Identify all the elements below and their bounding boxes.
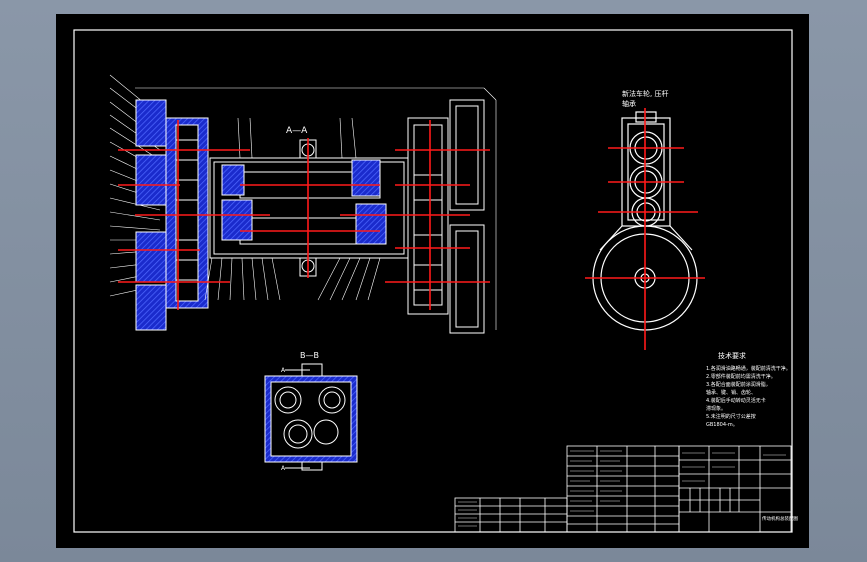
side-view-caption-line2: 轴承 bbox=[622, 99, 636, 108]
left-wheel-upper bbox=[135, 99, 167, 147]
tech-req-line: 3.各配合面装配前涂润滑脂， bbox=[706, 381, 771, 388]
left-wheel-bottom bbox=[135, 284, 167, 331]
tech-req-line: 4.装配后手动转动灵活无卡 bbox=[706, 397, 766, 404]
main-centerlines bbox=[118, 120, 490, 310]
right-hub-column bbox=[407, 117, 449, 315]
section-bb-view bbox=[264, 363, 358, 471]
right-wheel-lower bbox=[449, 224, 485, 334]
tech-req-line: 1.各润滑油路畅通，装配前清洗干净。 bbox=[706, 365, 791, 372]
title-block-name: 传动机构总装配图 bbox=[762, 515, 798, 522]
drawing-frame bbox=[73, 29, 793, 533]
technical-requirements: 技术要求 1.各润滑油路畅通，装配前清洗干净。 2.零部件装配前均需清洗干净。 … bbox=[706, 351, 791, 428]
left-wheel-middle bbox=[135, 154, 167, 206]
tech-req-line: 2.零部件装配前均需清洗干净。 bbox=[706, 373, 776, 380]
tech-req-title: 技术要求 bbox=[718, 351, 746, 360]
side-view-centerlines bbox=[585, 108, 705, 350]
section-bb-label: B—B bbox=[300, 351, 319, 360]
tech-req-line: 滞现象。 bbox=[706, 405, 726, 412]
section-bb-marker-bottom: A bbox=[281, 465, 286, 472]
right-wheel-upper bbox=[449, 99, 485, 211]
side-view-caption-line1: 新法车轮, 压杆 bbox=[622, 89, 668, 98]
section-bb-marker-top: A bbox=[281, 367, 286, 374]
title-block-fill-strokes bbox=[458, 450, 786, 527]
tech-req-line: 轴承、键、销、齿轮、 bbox=[706, 389, 756, 396]
section-aa-label: A—A bbox=[286, 126, 308, 136]
title-block bbox=[454, 445, 792, 533]
tech-req-line: 5.未注明的尺寸公差按 bbox=[706, 413, 756, 420]
tech-req-line: GB1804-m。 bbox=[706, 422, 738, 428]
left-wheel-lower bbox=[135, 231, 167, 283]
